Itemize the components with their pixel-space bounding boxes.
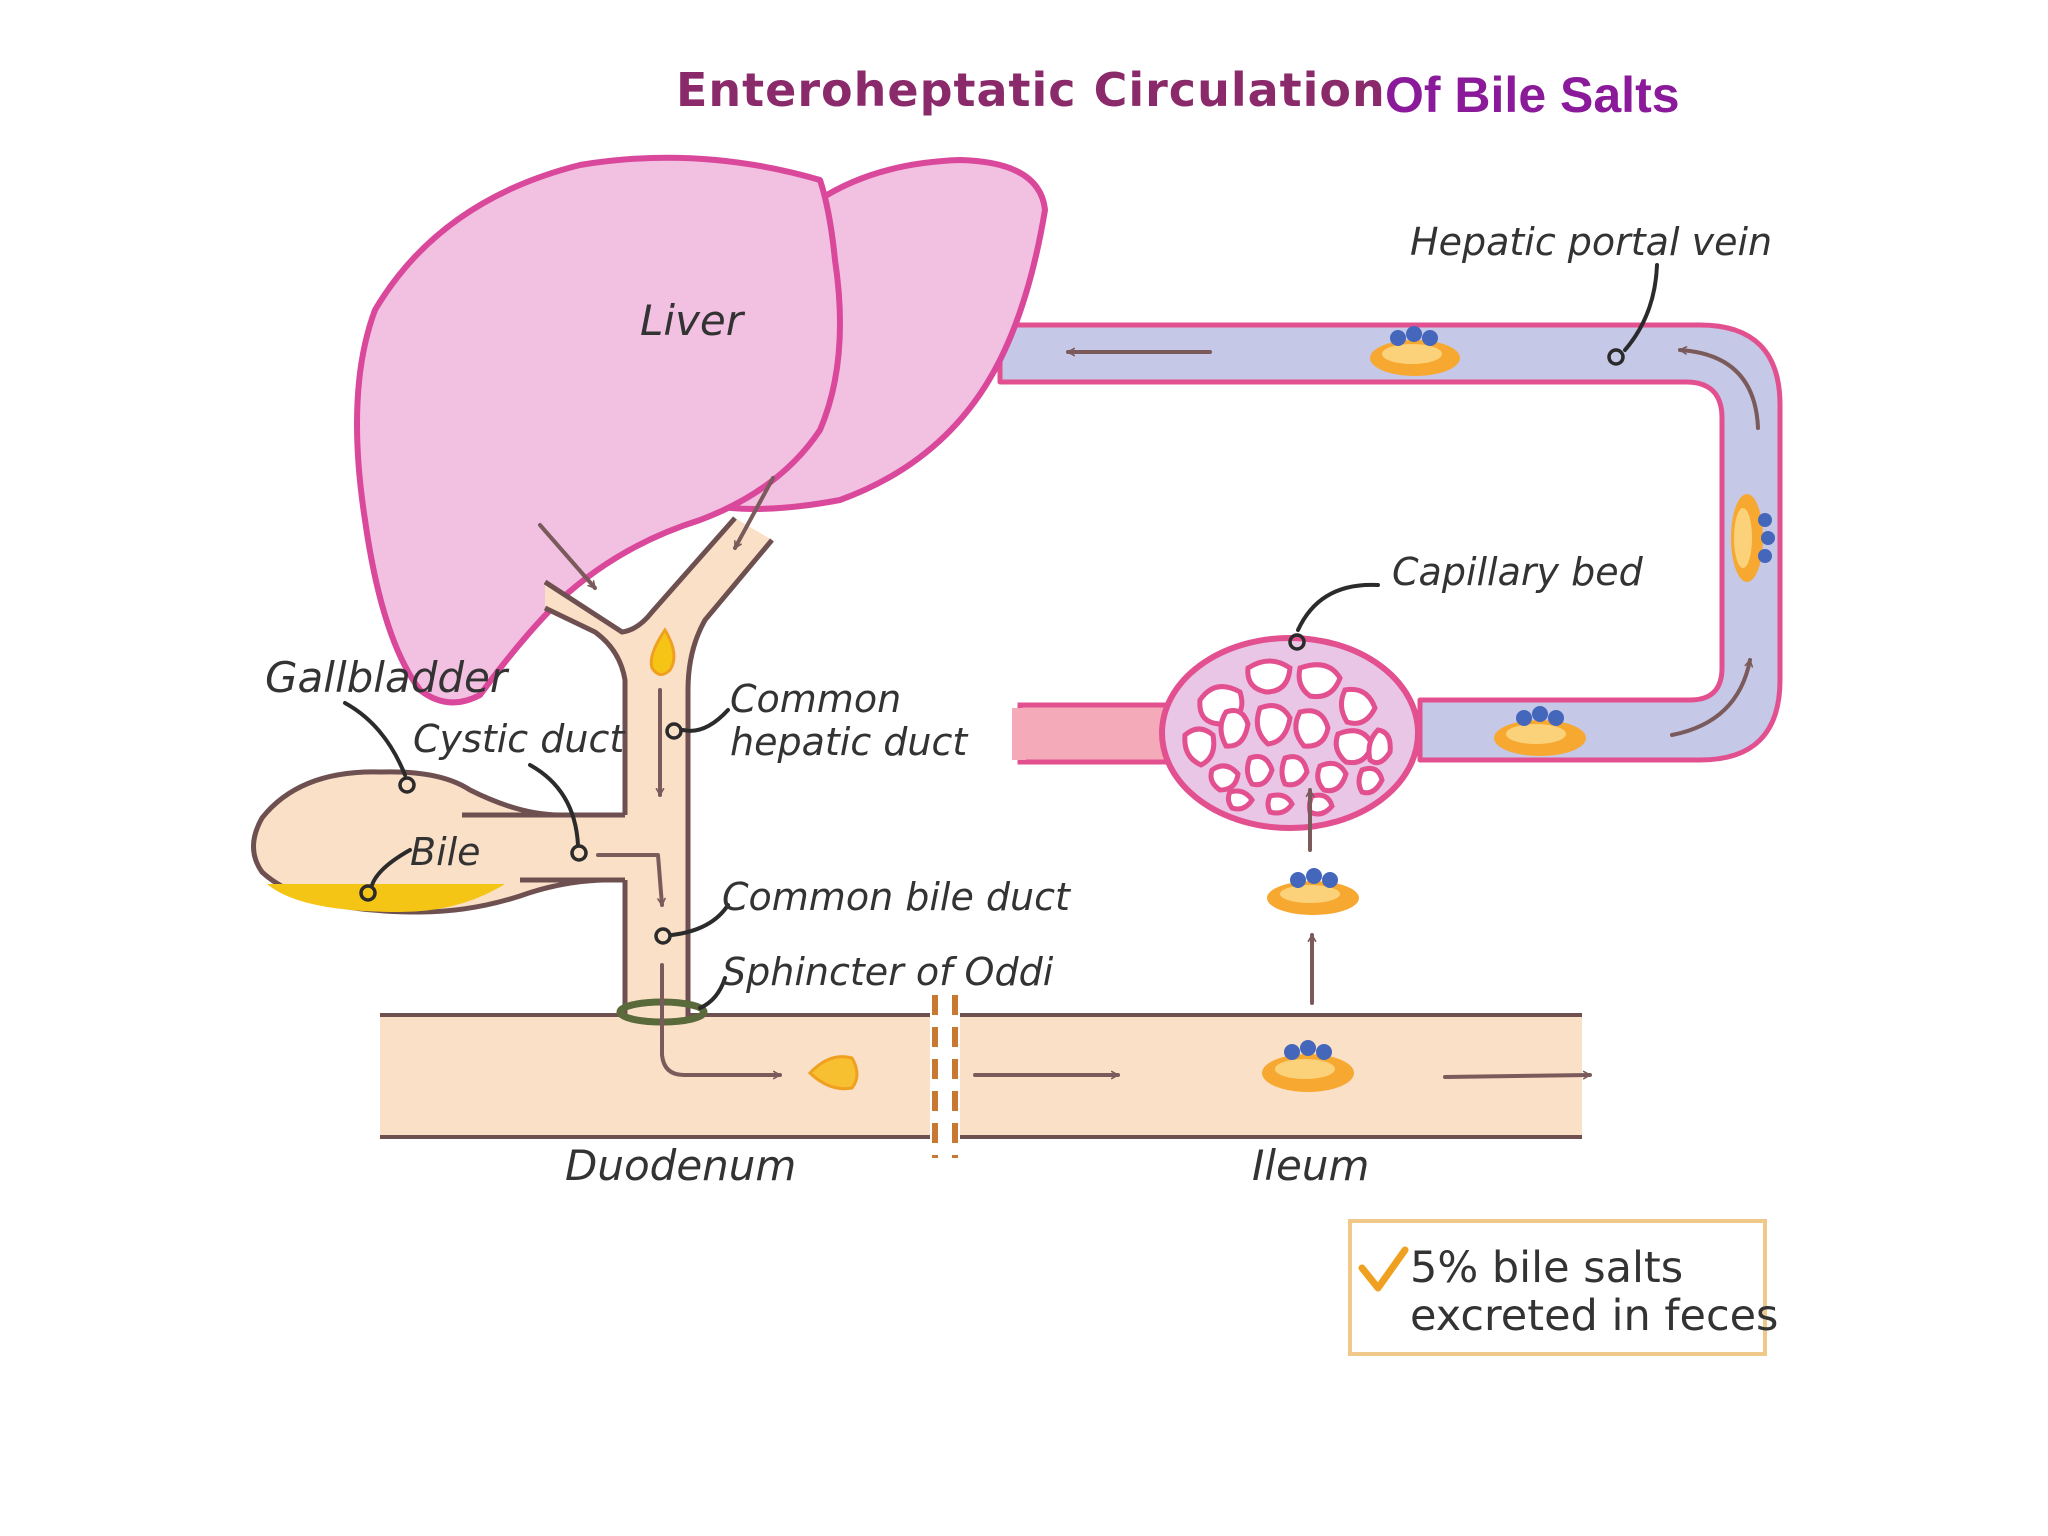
title-main: Enteroheptatic Circulation	[676, 63, 1386, 117]
bile-drop-duct	[649, 627, 676, 676]
bile-salt-absorbed	[1267, 868, 1359, 915]
label-duodenum: Duodenum	[565, 1141, 796, 1190]
hepatic-portal-vein	[997, 322, 1783, 763]
gallbladder	[251, 769, 628, 915]
flow-arrows	[538, 346, 1760, 1080]
title-sub: Of Bile Salts	[1385, 67, 1680, 123]
feces-note-box: 5% bile salts excreted in feces	[1348, 1219, 1778, 1356]
label-liver: Liver	[640, 296, 746, 345]
label-common-hepatic-duct-2: hepatic duct	[730, 720, 969, 764]
note-line-1: 5% bile salts	[1410, 1243, 1683, 1293]
liver	[354, 154, 1048, 706]
label-ileum: Ileum	[1252, 1141, 1369, 1190]
label-hepatic-portal-vein: Hepatic portal vein	[1410, 220, 1772, 264]
bile-salt-vein-top	[1370, 326, 1460, 376]
bile-drop-duodenum	[807, 1055, 859, 1091]
label-gallbladder: Gallbladder	[265, 653, 510, 702]
label-capillary-bed: Capillary bed	[1392, 550, 1644, 594]
capillary-bed	[1159, 635, 1421, 831]
capillary-artery	[1012, 702, 1183, 765]
checkmark-icon	[1358, 1246, 1409, 1292]
label-sphincter-of-oddi: Sphincter of Oddi	[722, 950, 1054, 994]
label-common-bile-duct: Common bile duct	[722, 875, 1072, 919]
bile-salt-ileum	[1262, 1040, 1354, 1092]
label-cystic-duct: Cystic duct	[413, 717, 626, 761]
bile-salt-vein-right	[1731, 494, 1775, 582]
leader-lines	[343, 263, 1659, 1010]
note-line-2: excreted in feces	[1410, 1291, 1778, 1341]
label-bile: Bile	[410, 830, 481, 874]
label-common-hepatic-duct-1: Common	[730, 677, 901, 721]
bile-salt-vein-bottom	[1494, 706, 1586, 756]
bile-salt-particles	[807, 326, 1775, 1092]
